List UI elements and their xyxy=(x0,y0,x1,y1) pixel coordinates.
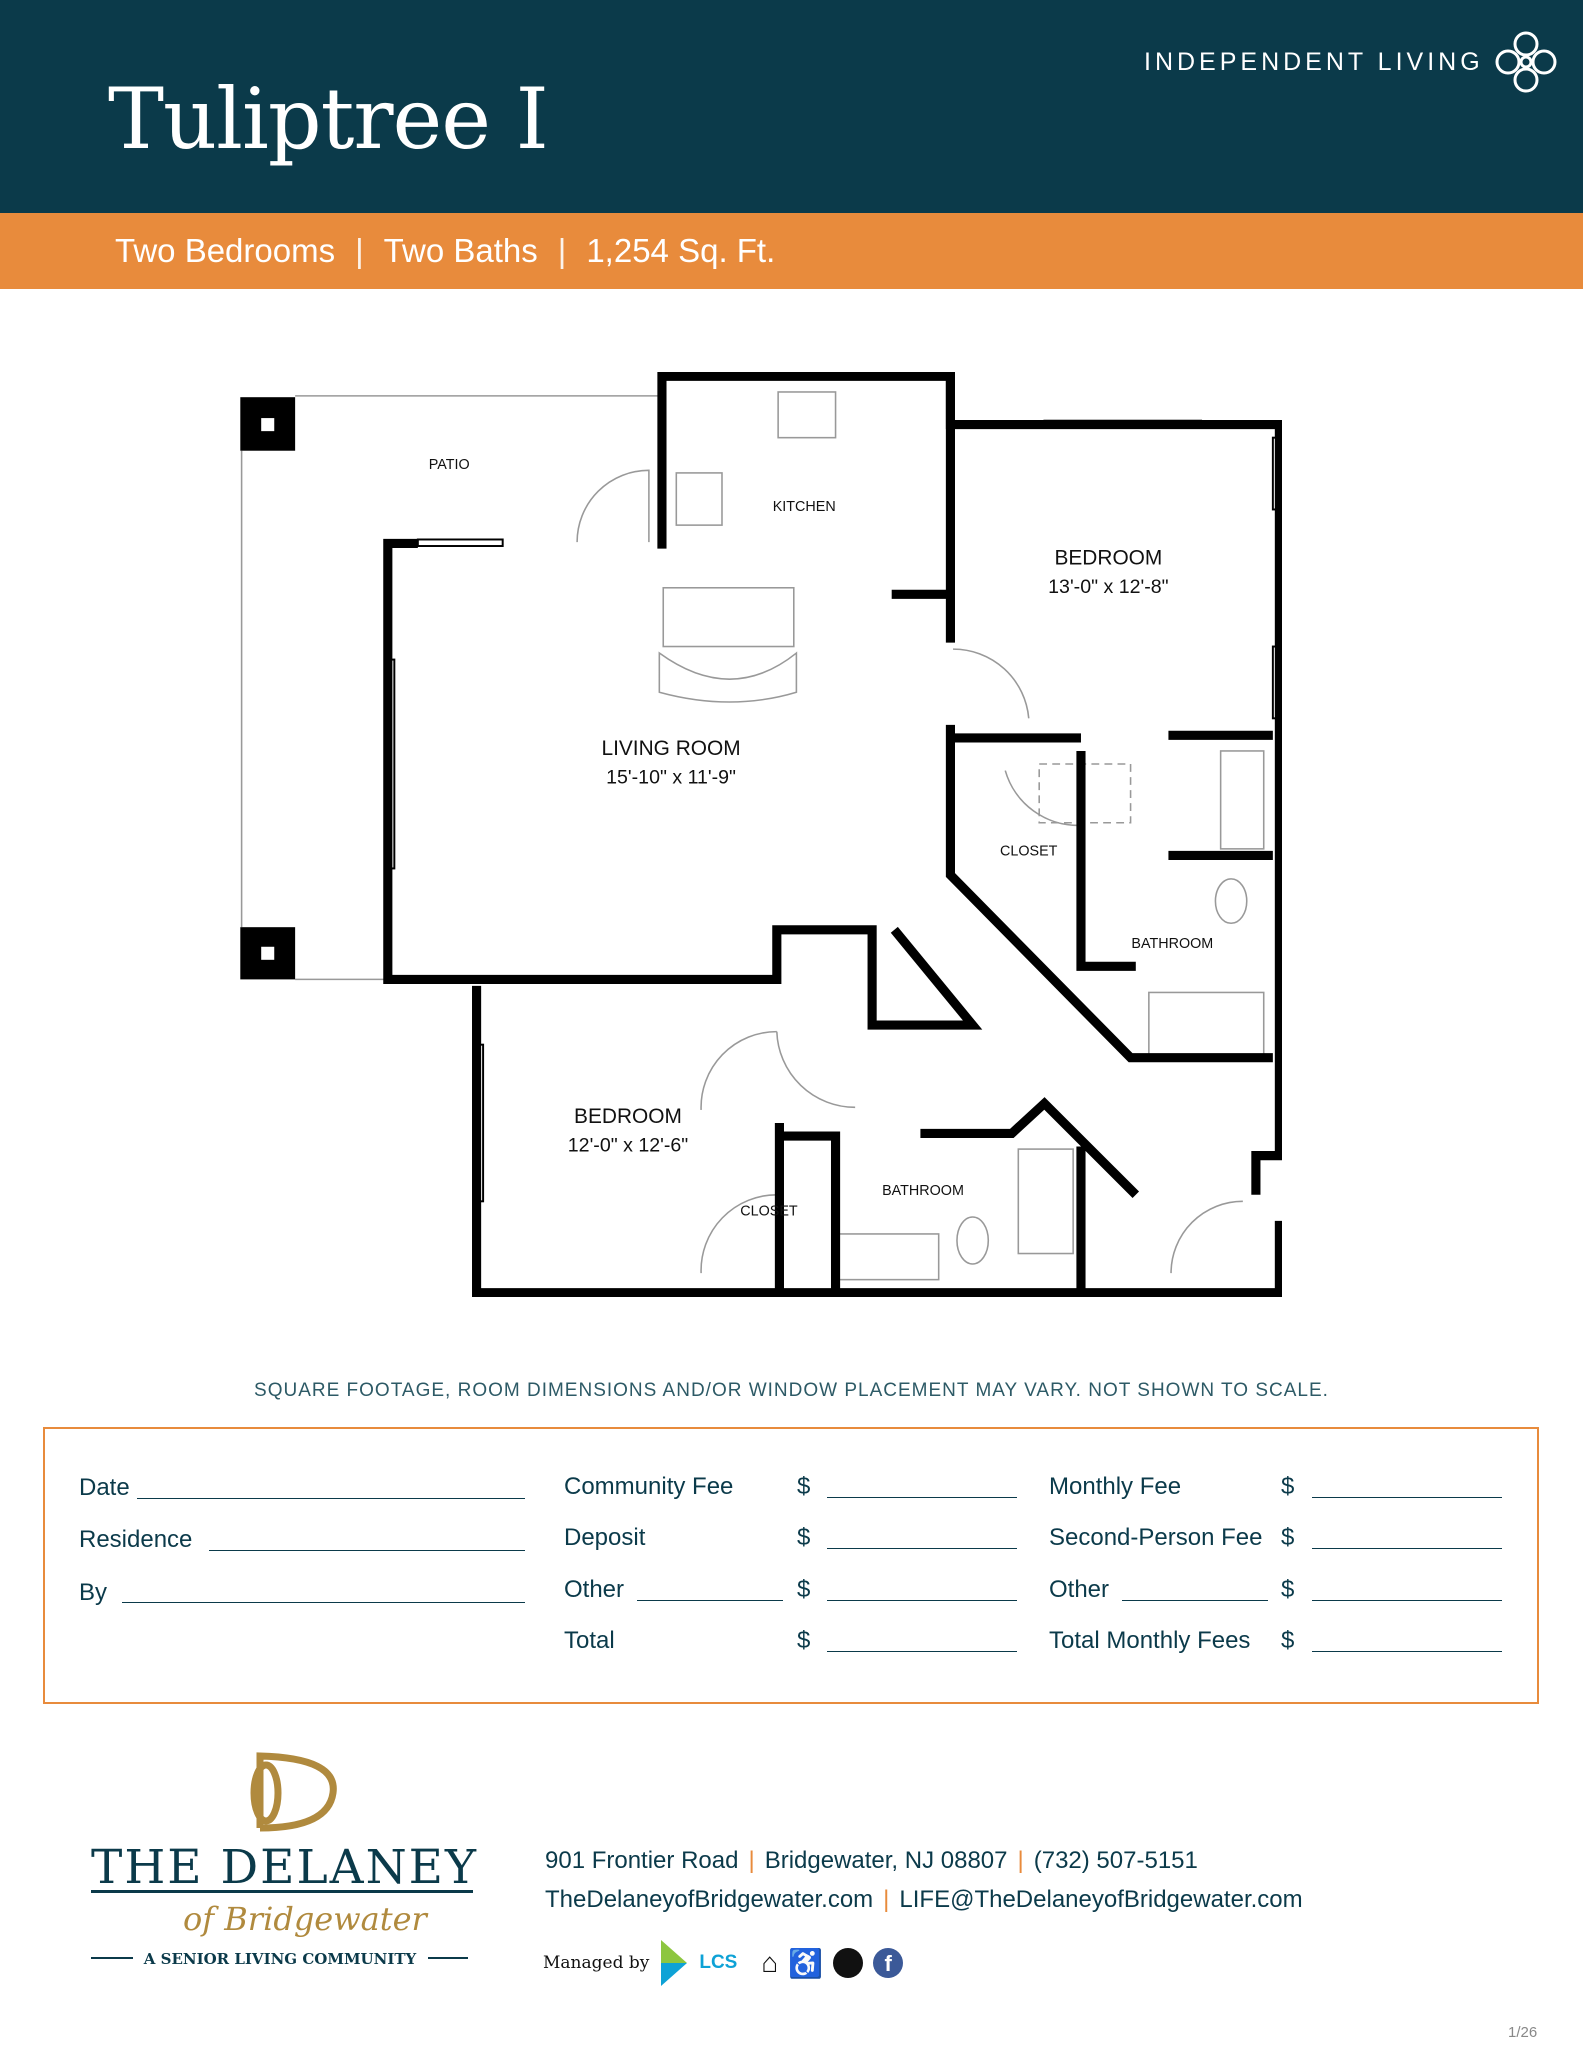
second-person-fee-label: Second-Person Fee xyxy=(1049,1524,1263,1551)
currency-sign: $ xyxy=(797,1524,811,1551)
unit-specs: Two Bedrooms| Two Baths| 1,254 Sq. Ft. xyxy=(115,232,776,269)
contact-line: TheDelaneyofBridgewater.com|LIFE@TheDela… xyxy=(545,1886,1303,1913)
other2-label: Other xyxy=(1049,1576,1110,1603)
managed-by-label: Managed by xyxy=(543,1953,650,1973)
community-fee-field[interactable] xyxy=(827,1497,1017,1498)
logo-subtitle: of Bridgewater xyxy=(183,1900,429,1938)
deposit-field[interactable] xyxy=(827,1548,1017,1549)
celtic-knot-icon xyxy=(1495,31,1557,93)
deposit-label: Deposit xyxy=(564,1524,646,1551)
currency-sign: $ xyxy=(797,1627,811,1654)
residence-label: Residence xyxy=(79,1526,193,1553)
street: 901 Frontier Road xyxy=(545,1847,739,1874)
header-banner xyxy=(0,0,1583,213)
email-link[interactable]: LIFE@TheDelaneyofBridgewater.com xyxy=(899,1886,1303,1913)
bedroom2-dims: 12'-0" x 12'-6" xyxy=(568,1135,688,1157)
by-label: By xyxy=(79,1579,108,1606)
managed-by: Managed by LCS ⌂ ♿ f xyxy=(543,1940,904,1986)
other-amount-field[interactable] xyxy=(827,1600,1017,1601)
baths: Two Baths xyxy=(383,232,538,269)
kitchen-label: KITCHEN xyxy=(773,499,836,515)
lcs-arrow-icon xyxy=(661,1940,688,1986)
currency-sign: $ xyxy=(797,1576,811,1603)
bedroom1-dims: 13'-0" x 12'-8" xyxy=(1048,576,1168,598)
delaney-logo: THE DELANEY of Bridgewater A SENIOR LIVI… xyxy=(91,1752,477,1968)
spec-band xyxy=(0,213,1583,289)
logo-tagline: A SENIOR LIVING COMMUNITY xyxy=(143,1950,417,1968)
disclaimer: SQUARE FOOTAGE, ROOM DIMENSIONS AND/OR W… xyxy=(254,1380,1329,1401)
community-fee-label: Community Fee xyxy=(564,1473,734,1500)
seal-icon xyxy=(833,1948,864,1978)
bedroom1-label: BEDROOM xyxy=(1054,546,1162,569)
other2-amount-field[interactable] xyxy=(1312,1600,1502,1601)
total-monthly-label: Total Monthly Fees xyxy=(1049,1627,1251,1654)
bath1-label: BATHROOM xyxy=(1131,936,1213,952)
patio-posts xyxy=(240,397,296,980)
lcs-logo: LCS xyxy=(699,1952,738,1973)
living-dims: 15'-10" x 11'-9" xyxy=(606,767,736,789)
pricing-form xyxy=(43,1427,1539,1704)
accessibility-icon: ♿ xyxy=(788,1947,824,1979)
currency-sign: $ xyxy=(1281,1473,1295,1500)
phone[interactable]: (732) 507-5151 xyxy=(1033,1847,1198,1874)
total-monthly-field[interactable] xyxy=(1312,1651,1502,1652)
currency-sign: $ xyxy=(797,1473,811,1500)
other-desc-field[interactable] xyxy=(637,1600,783,1601)
monthly-fee-label: Monthly Fee xyxy=(1049,1473,1182,1500)
living-label: LIVING ROOM xyxy=(601,737,740,760)
patio-outline xyxy=(240,391,1265,1281)
facebook-icon[interactable]: f xyxy=(873,1948,904,1978)
total-label: Total xyxy=(564,1627,615,1654)
category-label: INDEPENDENT LIVING xyxy=(1144,48,1484,76)
bedrooms: Two Bedrooms xyxy=(115,232,336,269)
by-field[interactable] xyxy=(122,1602,525,1603)
closet2-label: CLOSET xyxy=(740,1204,798,1220)
monthly-fee-field[interactable] xyxy=(1312,1497,1502,1498)
second-person-fee-field[interactable] xyxy=(1312,1548,1502,1549)
patio-label: PATIO xyxy=(429,457,470,473)
equal-housing-icon: ⌂ xyxy=(761,1947,779,1978)
d-monogram-icon xyxy=(250,1752,337,1832)
total-field[interactable] xyxy=(827,1651,1017,1652)
currency-sign: $ xyxy=(1281,1576,1295,1603)
date-label: Date xyxy=(79,1474,130,1501)
date-field[interactable] xyxy=(137,1498,525,1499)
website-link[interactable]: TheDelaneyofBridgewater.com xyxy=(545,1886,874,1913)
residence-field[interactable] xyxy=(209,1550,525,1551)
bedroom2-label: BEDROOM xyxy=(574,1105,682,1128)
walls xyxy=(383,372,1282,1297)
page-number: 1/26 xyxy=(1508,2024,1538,2041)
currency-sign: $ xyxy=(1281,1524,1295,1551)
address-line: 901 Frontier Road|Bridgewater, NJ 08807|… xyxy=(545,1847,1198,1874)
page-title: Tuliptree I xyxy=(108,70,549,168)
other-label: Other xyxy=(564,1576,625,1603)
logo-wordmark: THE DELANEY xyxy=(91,1840,477,1895)
area: 1,254 Sq. Ft. xyxy=(586,232,776,269)
closet1-label: CLOSET xyxy=(1000,843,1058,859)
city: Bridgewater, NJ 08807 xyxy=(764,1847,1008,1874)
currency-sign: $ xyxy=(1281,1627,1295,1654)
windows xyxy=(386,419,1281,1203)
bath2-label: BATHROOM xyxy=(882,1183,964,1199)
floor-plan: PATIO KITCHEN BEDROOM 13'-0" x 12'-8" LI… xyxy=(240,372,1282,1297)
other2-desc-field[interactable] xyxy=(1122,1600,1268,1601)
